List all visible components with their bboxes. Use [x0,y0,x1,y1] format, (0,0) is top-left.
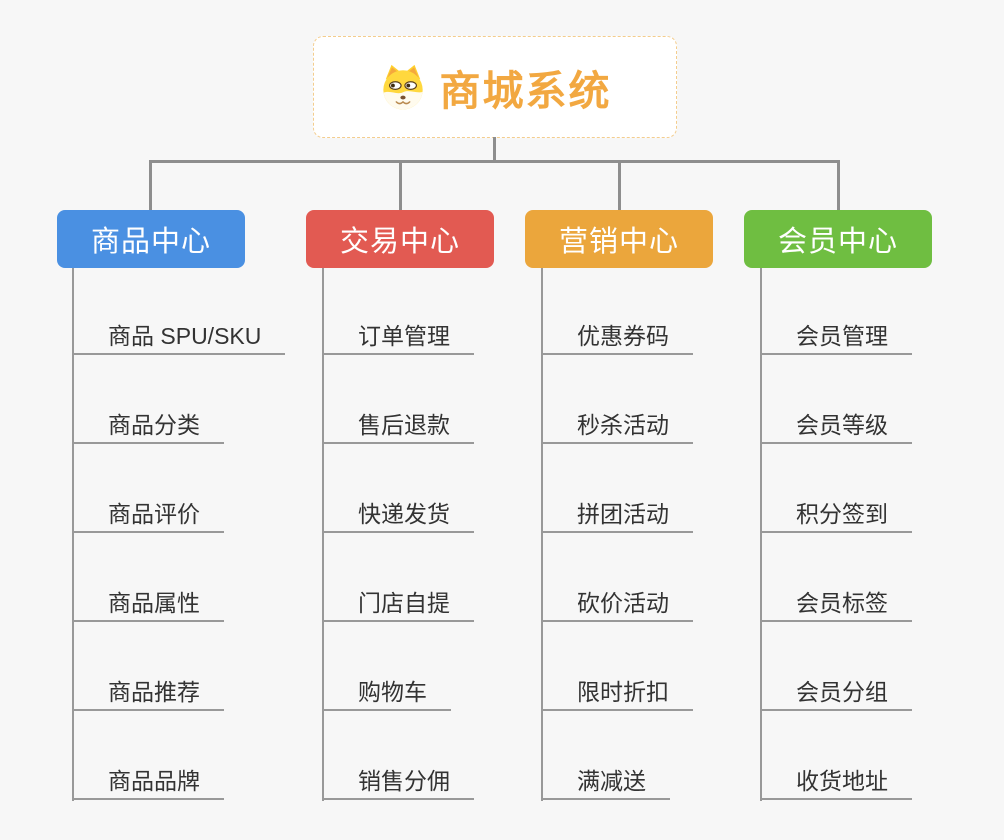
branch-connector-drop [149,160,152,211]
child-topic[interactable]: 会员标签 [762,586,912,622]
child-topic[interactable]: 商品分类 [74,408,224,444]
child-topic[interactable]: 门店自提 [324,586,474,622]
child-topic[interactable]: 砍价活动 [543,586,693,622]
child-topic[interactable]: 商品品牌 [74,764,224,800]
child-topic[interactable]: 满减送 [543,764,670,800]
branch-connector-drop [837,160,840,211]
child-topic[interactable]: 会员管理 [762,319,912,355]
child-topic[interactable]: 商品推荐 [74,675,224,711]
root-topic-title: 商城系统 [439,68,612,114]
child-topic[interactable]: 会员等级 [762,408,912,444]
child-topic[interactable]: 会员分组 [762,675,912,711]
branch-node-trade-center[interactable]: 交易中心 [306,210,494,268]
branch-children-trade-center: 订单管理 售后退款 快递发货 门店自提 购物车 销售分佣 [322,268,562,801]
child-topic[interactable]: 售后退款 [324,408,474,444]
branch-connector-trunk [149,160,840,163]
branch-connector-drop [399,160,402,211]
branch-children-product-center: 商品 SPU/SKU 商品分类 商品评价 商品属性 商品推荐 商品品牌 [72,268,312,801]
child-topic[interactable]: 拼团活动 [543,497,693,533]
child-topic[interactable]: 商品评价 [74,497,224,533]
root-topic-node[interactable]: 商城系统 [313,36,677,138]
child-topic[interactable]: 销售分佣 [324,764,474,800]
child-topic[interactable]: 快递发货 [324,497,474,533]
branch-node-product-center[interactable]: 商品中心 [57,210,245,268]
child-topic[interactable]: 商品 SPU/SKU [74,319,286,355]
child-topic[interactable]: 购物车 [324,675,451,711]
child-topic[interactable]: 商品属性 [74,586,224,622]
branch-children-marketing-center: 优惠券码 秒杀活动 拼团活动 砍价活动 限时折扣 满减送 [541,268,781,801]
dog-logo-icon [382,64,423,110]
child-topic[interactable]: 秒杀活动 [543,408,693,444]
branch-connector-drop [618,160,621,211]
root-connector-stem [493,137,496,163]
child-topic[interactable]: 优惠券码 [543,319,693,355]
branch-node-marketing-center[interactable]: 营销中心 [525,210,713,268]
child-topic[interactable]: 订单管理 [324,319,474,355]
child-topic[interactable]: 限时折扣 [543,675,693,711]
child-topic[interactable]: 收货地址 [762,764,912,800]
branch-children-member-center: 会员管理 会员等级 积分签到 会员标签 会员分组 收货地址 [760,268,1000,801]
child-topic[interactable]: 积分签到 [762,497,912,533]
branch-node-member-center[interactable]: 会员中心 [744,210,932,268]
